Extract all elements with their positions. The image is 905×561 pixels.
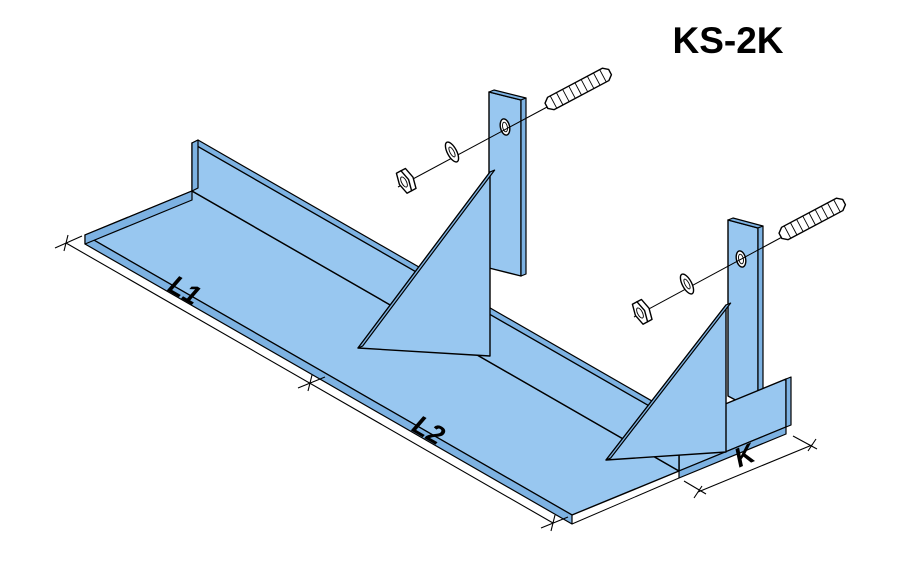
- gusset-2: [605, 302, 732, 461]
- washer-2: [679, 273, 695, 295]
- hex-nut-1: [395, 167, 417, 194]
- mounting-hole-1: [499, 118, 511, 136]
- hex-bolt-1: [544, 67, 613, 111]
- rail-flange-top: [84, 190, 680, 516]
- washer-1: [444, 141, 460, 163]
- mounting-tab-2: [727, 217, 764, 413]
- rail-web-left-edge: [191, 139, 199, 192]
- hex-bolt-2: [778, 197, 847, 241]
- assembly-axis-2: [633, 235, 785, 318]
- bolt-threads-2: [784, 199, 841, 239]
- gusset-1: [357, 169, 496, 357]
- assembly-axis-1: [397, 105, 550, 188]
- product-title: KS-2K: [672, 20, 783, 61]
- rail-flange-left-edge: [84, 190, 193, 245]
- bolt-threads-1: [550, 69, 607, 109]
- mounting-tab-1: [488, 89, 527, 277]
- hex-nut-2: [631, 298, 653, 325]
